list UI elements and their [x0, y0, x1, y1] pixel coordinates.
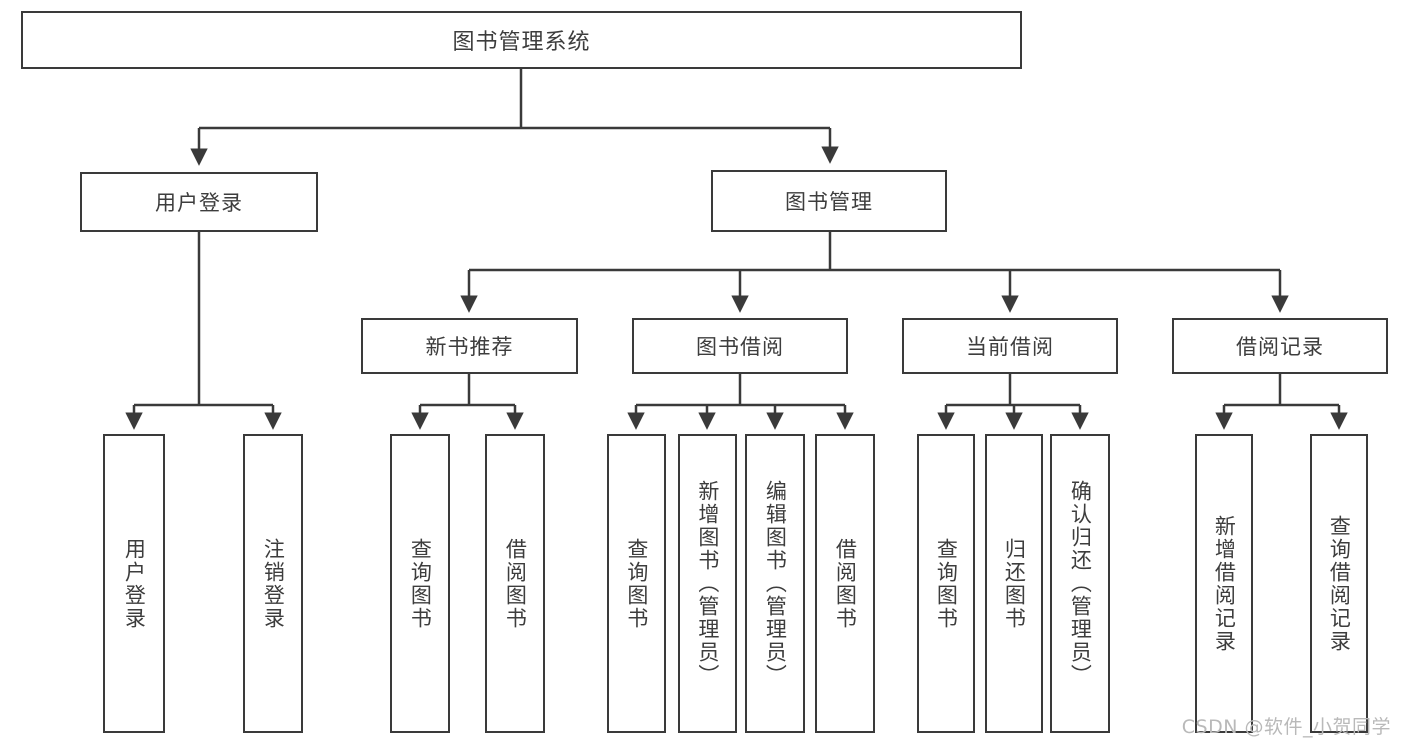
leaf-node[interactable]: 查询图书 [917, 434, 975, 733]
leaf-node[interactable]: 新增借阅记录 [1195, 434, 1253, 733]
leaf-label: 注销登录 [261, 537, 286, 630]
leaf-label: 查询图书 [408, 537, 433, 630]
leaf-node[interactable]: 注销登录 [243, 434, 303, 733]
leaf-node[interactable]: 查询图书 [390, 434, 450, 733]
node-user-login[interactable]: 用户登录 [80, 172, 318, 232]
node-book-management[interactable]: 图书管理 [711, 170, 947, 232]
leaf-label: 确认归还（管理员） [1068, 480, 1093, 687]
leaf-node[interactable]: 用户登录 [103, 434, 165, 733]
leaf-node[interactable]: 新增图书（管理员） [678, 434, 737, 733]
leaf-node[interactable]: 借阅图书 [815, 434, 875, 733]
node-borrow-record[interactable]: 借阅记录 [1172, 318, 1388, 374]
watermark-text: CSDN @软件_小贺同学 [1181, 716, 1391, 738]
leaf-node[interactable]: 查询图书 [607, 434, 666, 733]
leaf-node[interactable]: 确认归还（管理员） [1050, 434, 1110, 733]
leaf-node[interactable]: 归还图书 [985, 434, 1043, 733]
node-current-borrow[interactable]: 当前借阅 [902, 318, 1118, 374]
node-new-book-recommend[interactable]: 新书推荐 [361, 318, 578, 374]
leaf-label: 查询图书 [934, 537, 959, 630]
leaf-label: 查询图书 [624, 537, 649, 630]
leaf-label: 借阅图书 [503, 537, 528, 630]
leaf-node[interactable]: 借阅图书 [485, 434, 545, 733]
leaf-label: 新增图书（管理员） [695, 480, 720, 687]
node-root-system[interactable]: 图书管理系统 [21, 11, 1022, 69]
leaf-label: 归还图书 [1002, 537, 1027, 630]
leaf-label: 查询借阅记录 [1327, 514, 1352, 653]
leaf-label: 用户登录 [122, 537, 147, 630]
leaf-node[interactable]: 编辑图书（管理员） [745, 434, 805, 733]
leaf-node[interactable]: 查询借阅记录 [1310, 434, 1368, 733]
leaf-label: 借阅图书 [833, 537, 858, 630]
leaf-label: 新增借阅记录 [1212, 514, 1237, 653]
leaf-label: 编辑图书（管理员） [763, 480, 788, 687]
node-book-borrow[interactable]: 图书借阅 [632, 318, 848, 374]
